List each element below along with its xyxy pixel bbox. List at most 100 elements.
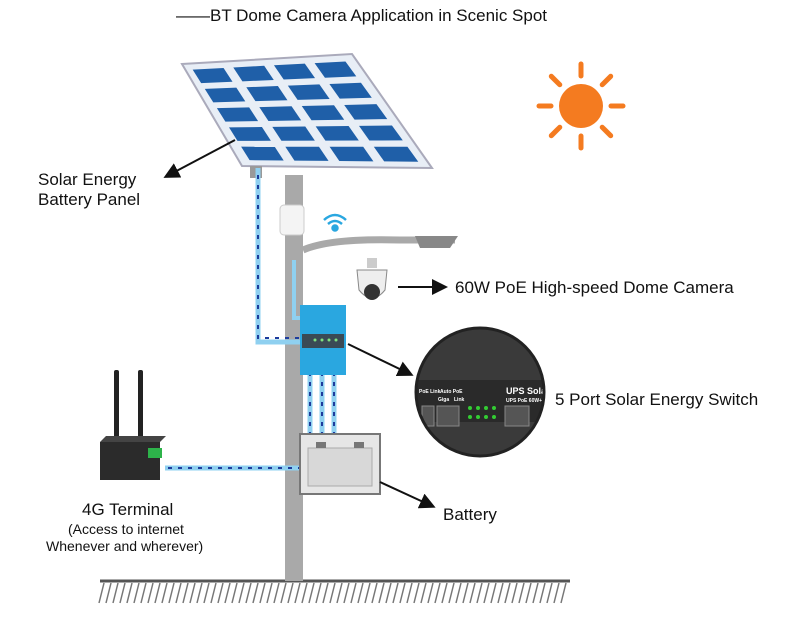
solar-switch bbox=[300, 305, 346, 375]
ground-hatch bbox=[413, 582, 420, 604]
lamp-arm bbox=[301, 236, 455, 254]
sun-ray bbox=[599, 73, 614, 88]
ground-hatch bbox=[427, 582, 434, 604]
ground-hatch bbox=[266, 582, 273, 604]
solar-cell bbox=[315, 125, 359, 141]
wifi-icon bbox=[323, 213, 347, 232]
ground-hatch bbox=[98, 582, 105, 604]
ground-hatch bbox=[532, 582, 539, 604]
label-terminal-note2: Whenever and wherever) bbox=[46, 538, 204, 554]
dome-camera bbox=[356, 258, 388, 300]
ground-hatch bbox=[287, 582, 294, 604]
solar-cell bbox=[273, 63, 316, 80]
ground-hatch bbox=[420, 582, 427, 604]
ground-hatch bbox=[455, 582, 462, 604]
solar-cell bbox=[259, 106, 302, 121]
ground-hatch bbox=[378, 582, 385, 604]
ground-hatch bbox=[490, 582, 497, 604]
solar-panel bbox=[180, 52, 434, 178]
ground-hatch bbox=[224, 582, 231, 604]
solar-cell bbox=[216, 107, 259, 122]
ground-hatch bbox=[497, 582, 504, 604]
ground-hatch bbox=[147, 582, 154, 604]
ground-hatch bbox=[119, 582, 126, 604]
ground-hatch bbox=[434, 582, 441, 604]
access-point bbox=[279, 204, 305, 236]
solar-cell bbox=[314, 61, 357, 78]
ground-hatch bbox=[539, 582, 546, 604]
ground-hatch bbox=[511, 582, 518, 604]
ground-hatch bbox=[210, 582, 217, 604]
ground-hatch bbox=[399, 582, 406, 604]
closeup-model: UPS PoE 60W+12 bbox=[506, 398, 548, 404]
ground-hatch bbox=[133, 582, 140, 604]
ground-hatch bbox=[322, 582, 329, 604]
label-terminal: 4G Terminal bbox=[82, 500, 174, 519]
ground-hatch bbox=[161, 582, 168, 604]
closeup-brand: UPS Solar bbox=[506, 386, 550, 396]
ground-hatch bbox=[154, 582, 161, 604]
ground-hatch bbox=[245, 582, 252, 604]
solar-cell bbox=[229, 127, 271, 141]
ground-hatch bbox=[406, 582, 413, 604]
ground-hatch bbox=[483, 582, 490, 604]
ground-hatch bbox=[140, 582, 147, 604]
solar-cell bbox=[329, 82, 372, 99]
label-terminal-note1: (Access to internet bbox=[68, 521, 184, 537]
ground-hatch bbox=[560, 582, 567, 604]
solar-cell bbox=[329, 146, 374, 162]
ground-hatch bbox=[469, 582, 476, 604]
cables bbox=[165, 168, 337, 471]
ground-hatch bbox=[294, 582, 301, 604]
ground-hatch bbox=[196, 582, 203, 604]
switch-closeup: PoE Link Auto PoE Giga Link UPS Solar UP… bbox=[416, 328, 550, 456]
port-label-poe-link: PoE Link bbox=[419, 389, 441, 395]
ground-hatch bbox=[273, 582, 280, 604]
ground-hatch bbox=[238, 582, 245, 604]
solar-cell bbox=[204, 87, 246, 103]
ground-hatch bbox=[105, 582, 112, 604]
ground-hatch bbox=[189, 582, 196, 604]
ground-hatch bbox=[329, 582, 336, 604]
port-label-giga: Giga bbox=[438, 397, 449, 403]
ground-hatch bbox=[203, 582, 210, 604]
ground-hatch bbox=[504, 582, 511, 604]
ground-hatch bbox=[385, 582, 392, 604]
ground-hatch bbox=[252, 582, 259, 604]
sun-icon bbox=[536, 61, 626, 151]
ground-hatch bbox=[301, 582, 308, 604]
ground-hatch bbox=[175, 582, 182, 604]
solar-cell bbox=[287, 84, 330, 100]
ground-hatch bbox=[476, 582, 483, 604]
street-lamp bbox=[415, 236, 458, 248]
label-battery: Battery bbox=[443, 505, 497, 524]
ground-hatch bbox=[371, 582, 378, 604]
ground-hatch bbox=[553, 582, 560, 604]
ground-hatch bbox=[259, 582, 266, 604]
4g-terminal bbox=[100, 370, 166, 480]
solar-cell bbox=[246, 86, 288, 102]
battery-box bbox=[299, 433, 381, 495]
sun-ray bbox=[548, 124, 563, 139]
solar-cell bbox=[301, 105, 345, 121]
ground-hatch bbox=[336, 582, 343, 604]
ground-hatch bbox=[231, 582, 238, 604]
ground-hatch bbox=[308, 582, 315, 604]
label-solar-line2: Battery Panel bbox=[38, 190, 141, 209]
port-label-auto-poe: Auto PoE bbox=[440, 389, 463, 395]
solar-cell bbox=[241, 146, 284, 161]
ground-hatch bbox=[448, 582, 455, 604]
solar-cell bbox=[192, 67, 233, 84]
ground-hatch bbox=[462, 582, 469, 604]
pole bbox=[285, 175, 303, 581]
ground-hatch bbox=[315, 582, 322, 604]
solar-cell bbox=[373, 146, 419, 162]
ground-hatch bbox=[518, 582, 525, 604]
label-switch: 5 Port Solar Energy Switch bbox=[555, 390, 759, 409]
callout-arrows bbox=[163, 139, 448, 509]
label-solar-line1: Solar Energy bbox=[38, 170, 137, 189]
ground-hatch bbox=[357, 582, 364, 604]
solar-cell bbox=[359, 125, 403, 141]
